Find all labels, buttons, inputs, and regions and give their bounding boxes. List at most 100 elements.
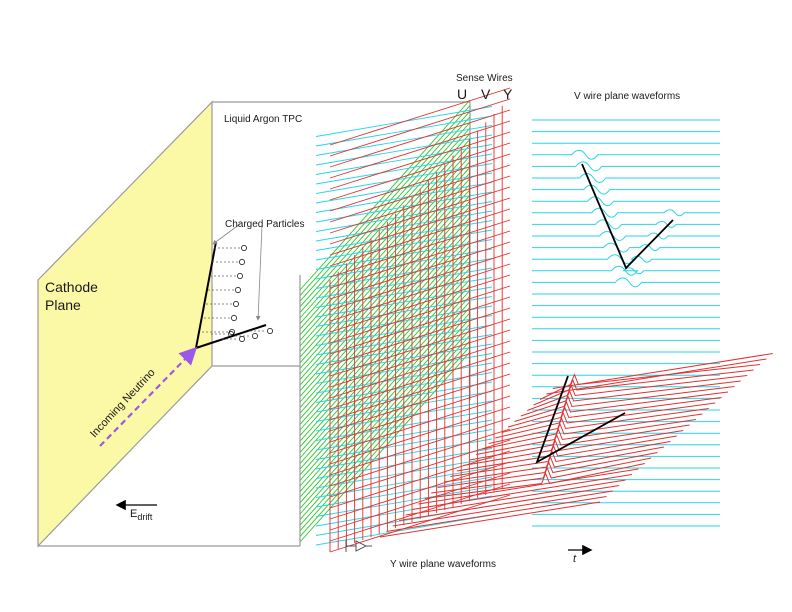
- tpc-label: Liquid Argon TPC: [224, 114, 303, 125]
- y-waveform-line: [399, 485, 620, 521]
- v-waveform-line: [532, 184, 720, 195]
- plane-v-label: V: [481, 86, 491, 102]
- y-wire-cross: [329, 197, 511, 256]
- y-waveform-line: [463, 430, 684, 466]
- y-wire-cross: [329, 87, 511, 146]
- u-wire: [299, 138, 471, 330]
- y-wire-cross: [329, 318, 511, 377]
- edrift-label: Edrift: [130, 508, 152, 522]
- v-wire: [315, 134, 493, 166]
- u-wire-plane: [299, 99, 471, 543]
- electron-icon: [267, 328, 273, 334]
- v-waveform-line: [532, 231, 720, 241]
- neutrino-arrow: [99, 346, 198, 447]
- cathode-label: Cathode Plane: [45, 278, 98, 314]
- cathode-plane: [37, 100, 213, 548]
- u-wire: [299, 234, 471, 425]
- y-waveform-line: [520, 380, 741, 417]
- y-wire-cross: [329, 109, 511, 168]
- y-wire-cross: [329, 153, 511, 212]
- charged-particles-label: Charged Particles: [225, 219, 305, 230]
- v-wire: [315, 514, 493, 546]
- charged-particles-pointers: [212, 223, 263, 321]
- electron-icon: [237, 273, 243, 279]
- y-waveform-line: [469, 424, 690, 461]
- y-wire-cross: [329, 439, 511, 498]
- y-waveform-line: [424, 463, 645, 499]
- y-wire-cross: [329, 164, 511, 223]
- y-waveform-line: [533, 369, 754, 406]
- edrift-label-main: E: [130, 508, 138, 520]
- y-wire-cross: [329, 175, 511, 234]
- v-waveform-line: [532, 277, 720, 288]
- y-wire-cross: [329, 186, 511, 245]
- plane-y-label: Y: [503, 86, 513, 102]
- v-waveform-line: [532, 173, 720, 183]
- edrift-label-sub: drift: [137, 512, 153, 523]
- y-wire-cross: [329, 428, 511, 487]
- electron-icon: [252, 333, 258, 339]
- u-wire: [299, 312, 471, 504]
- v-waveform-line: [532, 254, 720, 265]
- u-wire: [299, 239, 471, 431]
- y-waveform-line: [495, 402, 716, 439]
- y-wire-cross: [329, 208, 511, 267]
- y-wire-cross: [329, 362, 511, 421]
- y-wire-cross: [329, 252, 511, 311]
- v-waveform-line: [532, 196, 720, 207]
- v-waveforms-title: V wire plane waveforms: [574, 91, 681, 102]
- y-wire-cross: [329, 395, 511, 454]
- u-wire: [299, 334, 471, 526]
- y-wire-cross: [329, 450, 511, 509]
- v-waveform-line: [532, 265, 720, 276]
- u-wire: [299, 267, 471, 459]
- y-waveform-line: [514, 386, 735, 422]
- sense-wires-label: Sense Wires: [456, 73, 513, 84]
- y-wire-cross: [329, 219, 511, 278]
- u-wire: [299, 166, 471, 358]
- u-wire: [299, 189, 471, 380]
- y-wire-cross: [329, 120, 511, 179]
- y-waveform-line: [450, 441, 671, 477]
- u-wire: [299, 133, 471, 324]
- y-waveform-line: [456, 435, 677, 472]
- y-waveform-line: [507, 391, 729, 428]
- y-wire-cross: [329, 285, 511, 344]
- y-waveform-line: [431, 457, 652, 494]
- u-wire: [299, 245, 471, 436]
- y-wire-cross: [329, 417, 511, 476]
- u-wire: [299, 206, 471, 397]
- u-wire: [299, 155, 471, 347]
- electron-icon: [239, 259, 245, 265]
- u-wire: [299, 161, 471, 352]
- drift-electrons: [202, 245, 273, 342]
- u-wire: [299, 278, 471, 470]
- plane-u-label: U: [457, 86, 468, 102]
- y-wire-cross: [329, 98, 511, 157]
- y-wire-cross: [329, 230, 511, 289]
- u-wire: [299, 284, 471, 476]
- y-wire-plane: [329, 87, 511, 553]
- y-wire-cross: [329, 472, 511, 531]
- y-waveform-line: [475, 419, 697, 455]
- y-waveform-line: [386, 496, 607, 532]
- y-waveform-track: [535, 375, 626, 464]
- y-wire-cross: [329, 296, 511, 355]
- u-wire: [299, 144, 471, 336]
- u-wire: [299, 262, 471, 453]
- u-wire: [299, 211, 471, 403]
- y-wire-cross: [329, 307, 511, 366]
- electron-icon: [228, 331, 234, 337]
- v-wire: [315, 115, 493, 147]
- v-wire: [315, 163, 493, 194]
- v-waveforms: [532, 119, 720, 527]
- v-wire: [315, 144, 493, 175]
- u-wire: [299, 217, 471, 408]
- u-wire: [299, 290, 471, 481]
- time-label: t: [573, 553, 577, 565]
- y-waveforms-title: Y wire plane waveforms: [390, 559, 496, 570]
- v-waveform-line: [532, 207, 720, 218]
- y-waveform-line: [546, 358, 767, 395]
- y-waveform-line: [552, 353, 773, 389]
